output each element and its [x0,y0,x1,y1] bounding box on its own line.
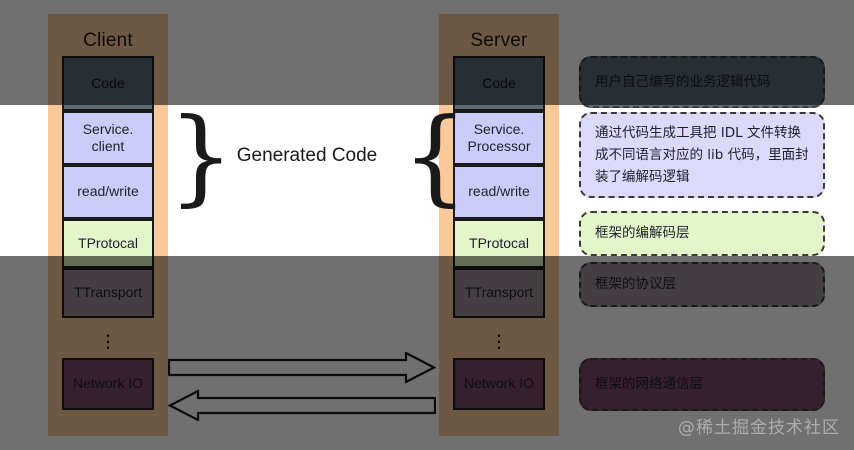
client-cell-service-label: Service. client [82,120,134,155]
client-title: Client [83,30,133,51]
generated-code-label: Generated Code [236,145,378,166]
server-cell-networkio[interactable]: Network IO [453,358,545,410]
ellipsis-dot: · [495,334,503,359]
server-title: Server [470,30,528,51]
server-cell-protocol[interactable]: TProtocal [453,219,545,268]
note-generated-code[interactable]: 通过代码生成工具把 IDL 文件转换成不同语言对应的 lib 代码，里面封装了编… [579,112,825,198]
client-cell-code[interactable]: Code [62,56,154,111]
note-network-layer-text: 框架的网络通信层 [595,376,703,393]
client-cell-protocol[interactable]: TProtocal [62,219,154,268]
server-column: Server Code Service. Processor read/writ… [439,14,559,436]
server-cell-transport[interactable]: TTransport [453,268,545,318]
client-cell-readwrite[interactable]: read/write [62,165,154,219]
client-cell-transport[interactable]: TTransport [62,268,154,318]
note-generated-code-text: 通过代码生成工具把 IDL 文件转换成不同语言对应的 lib 代码，里面封装了编… [595,124,809,186]
server-cell-service-label: Service. Processor [467,120,531,155]
arrow-server-to-client-icon [168,389,436,421]
client-cell-networkio[interactable]: Network IO [62,358,154,410]
note-code[interactable]: 用户自己编写的业务逻辑代码 [579,56,825,108]
client-ellipsis: · · · [48,324,168,359]
left-brace-icon: } [168,95,235,217]
note-network-layer[interactable]: 框架的网络通信层 [579,358,825,411]
note-protocol-layer[interactable]: 框架的编解码层 [579,211,825,256]
note-code-text: 用户自己编写的业务逻辑代码 [595,73,771,90]
ellipsis-dot: · [104,334,112,359]
client-cell-service[interactable]: Service. client [62,111,154,165]
right-brace-icon: { [402,95,469,217]
note-transport-layer-text: 框架的协议层 [595,276,676,293]
note-transport-layer[interactable]: 框架的协议层 [579,262,825,307]
note-protocol-layer-text: 框架的编解码层 [595,225,690,242]
server-cell-service[interactable]: Service. Processor [453,111,545,165]
server-ellipsis: · · · [439,324,559,359]
arrow-client-to-server-icon [168,352,436,384]
watermark: @稀土掘金技术社区 [678,418,840,438]
server-cell-readwrite[interactable]: read/write [453,165,545,219]
client-column: Client Code Service. client read/write T… [48,14,168,436]
